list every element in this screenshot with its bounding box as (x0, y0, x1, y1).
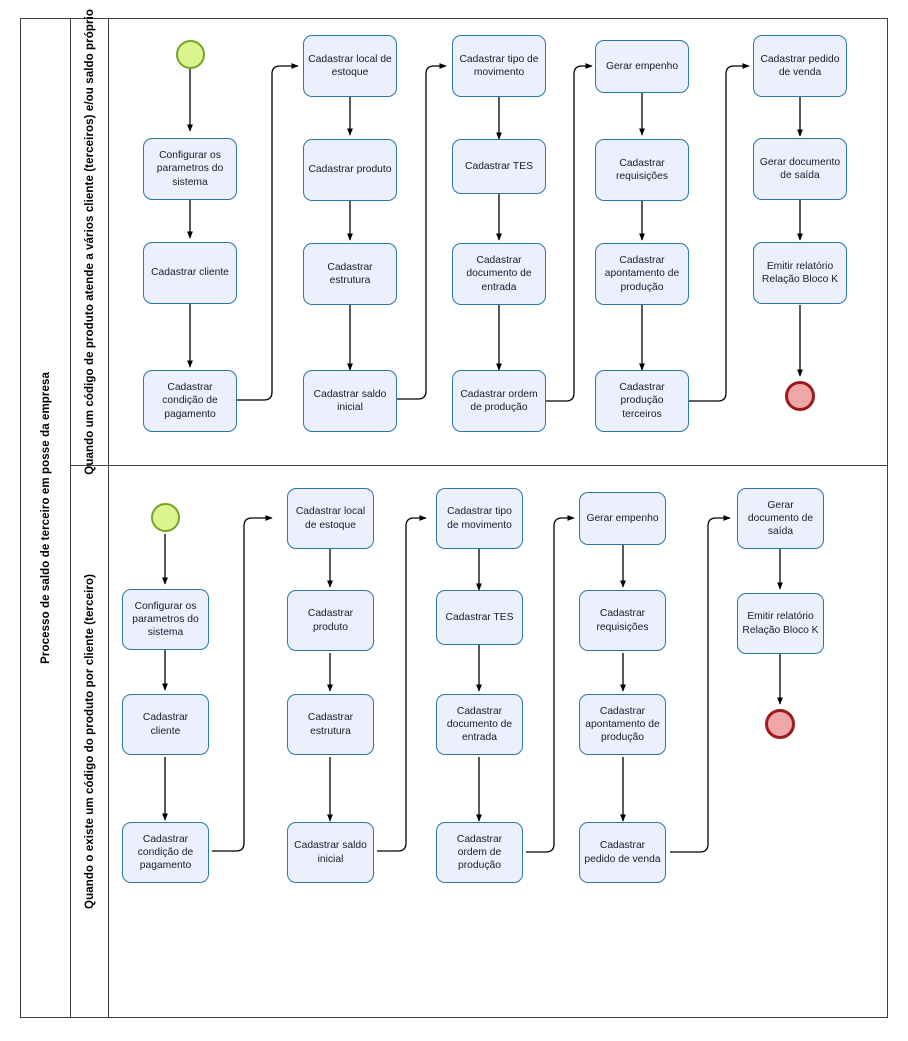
task-cadastrar-documento-entrada[interactable]: Cadastrar documento de entrada (436, 694, 523, 755)
task-cadastrar-requisicoes[interactable]: Cadastrar requisições (595, 139, 689, 201)
task-cadastrar-pedido-venda[interactable]: Cadastrar pedido de venda (753, 35, 847, 97)
pool-title: Processo de saldo de terceiro em posse d… (39, 372, 52, 664)
task-cadastrar-produto[interactable]: Cadastrar produto (287, 590, 374, 651)
lane-2: Quando o existe um código do produto por… (71, 466, 888, 1017)
task-cadastrar-requisicoes[interactable]: Cadastrar requisições (579, 590, 666, 651)
task-cadastrar-condicao-pagamento[interactable]: Cadastrar condição de pagamento (122, 822, 209, 883)
task-cadastrar-apontamento-producao[interactable]: Cadastrar apontamento de produção (579, 694, 666, 755)
task-cadastrar-estrutura[interactable]: Cadastrar estrutura (303, 243, 397, 305)
lane-2-end-event[interactable] (765, 709, 795, 739)
task-cadastrar-tes[interactable]: Cadastrar TES (436, 590, 523, 645)
task-cadastrar-tes[interactable]: Cadastrar TES (452, 139, 546, 194)
task-gerar-empenho[interactable]: Gerar empenho (595, 40, 689, 93)
task-cadastrar-ordem-producao[interactable]: Cadastrar ordem de produção (436, 822, 523, 883)
task-gerar-empenho[interactable]: Gerar empenho (579, 492, 666, 545)
task-cadastrar-condicao-pagamento[interactable]: Cadastrar condição de pagamento (143, 370, 237, 432)
task-cadastrar-saldo-inicial[interactable]: Cadastrar saldo inicial (303, 370, 397, 432)
lane-1-end-event[interactable] (785, 381, 815, 411)
task-cadastrar-produto[interactable]: Cadastrar produto (303, 139, 397, 201)
task-cadastrar-producao-terceiros[interactable]: Cadastrar produção terceiros (595, 370, 689, 432)
pool-header: Processo de saldo de terceiro em posse d… (21, 19, 71, 1017)
task-cadastrar-saldo-inicial[interactable]: Cadastrar saldo inicial (287, 822, 374, 883)
task-cadastrar-documento-entrada[interactable]: Cadastrar documento de entrada (452, 243, 546, 305)
task-gerar-documento-saida[interactable]: Gerar documento de saída (753, 138, 847, 200)
task-emitir-relatorio-bloco-k[interactable]: Emitir relatório Relação Bloco K (737, 593, 824, 654)
task-cadastrar-estrutura[interactable]: Cadastrar estrutura (287, 694, 374, 755)
task-cadastrar-ordem-producao[interactable]: Cadastrar ordem de produção (452, 370, 546, 432)
lane-2-header: Quando o existe um código do produto por… (71, 466, 109, 1017)
task-cadastrar-local-estoque[interactable]: Cadastrar local de estoque (303, 35, 397, 97)
task-emitir-relatorio-bloco-k[interactable]: Emitir relatório Relação Bloco K (753, 242, 847, 304)
task-cadastrar-tipo-movimento[interactable]: Cadastrar tipo de movimento (436, 488, 523, 549)
task-cadastrar-tipo-movimento[interactable]: Cadastrar tipo de movimento (452, 35, 546, 97)
task-cadastrar-cliente[interactable]: Cadastrar cliente (143, 242, 237, 304)
lane-1: Quando um código de produto atende a vár… (71, 9, 888, 475)
task-configurar-parametros[interactable]: Configurar os parametros do sistema (122, 589, 209, 650)
task-cadastrar-apontamento-producao[interactable]: Cadastrar apontamento de produção (595, 243, 689, 305)
lane-1-start-event[interactable] (176, 40, 205, 69)
task-cadastrar-cliente[interactable]: Cadastrar cliente (122, 694, 209, 755)
task-configurar-parametros[interactable]: Configurar os parametros do sistema (143, 138, 237, 200)
task-cadastrar-pedido-venda[interactable]: Cadastrar pedido de venda (579, 822, 666, 883)
process-pool: Processo de saldo de terceiro em posse d… (20, 9, 888, 1018)
task-gerar-documento-saida[interactable]: Gerar documento de saída (737, 488, 824, 549)
lane-1-label: Quando um código de produto atende a vár… (83, 9, 96, 475)
lane-2-start-event[interactable] (151, 503, 180, 532)
lane-2-label: Quando o existe um código do produto por… (83, 574, 96, 909)
lane-1-header: Quando um código de produto atende a vár… (71, 9, 109, 475)
task-cadastrar-local-estoque[interactable]: Cadastrar local de estoque (287, 488, 374, 549)
